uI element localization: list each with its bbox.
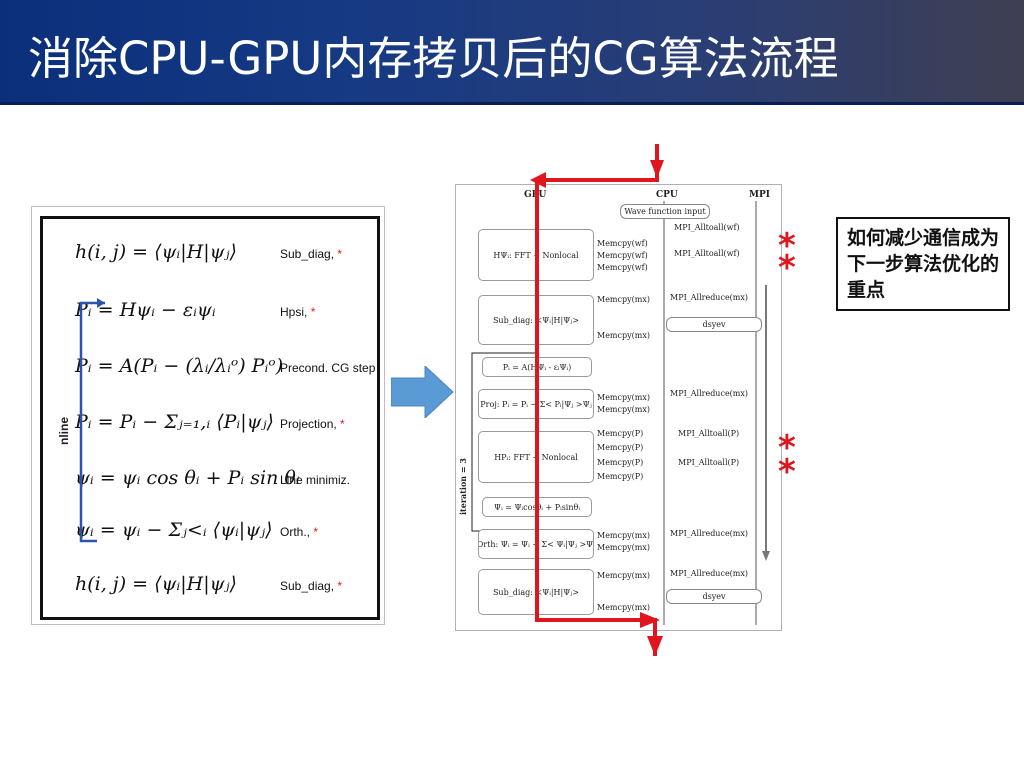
asterisk-icon: * <box>778 226 796 266</box>
asterisk-icon: * <box>778 248 796 288</box>
formula-label-text: Sub_diag, <box>280 247 335 261</box>
mpi-op-label: MPI_Alltoall(wf) <box>674 249 740 258</box>
slide-title: 消除CPU-GPU内存拷贝后的CG算法流程 <box>28 32 839 85</box>
formula-label-text: Sub_diag, <box>280 579 335 593</box>
formula-math: Pᵢ = A(Pᵢ − (λᵢ/λᵢᵒ) Pᵢᵒ) <box>75 355 283 377</box>
formula-row: ψᵢ = ψᵢ − Σⱼ<ᵢ ⟨ψᵢ|ψⱼ⟩ Orth., * <box>43 515 377 551</box>
cpu-column-header: CPU <box>656 190 678 200</box>
mpi-op-label: MPI_Allreduce(mx) <box>670 293 749 302</box>
formula-frame: h(i, j) = ⟨ψᵢ|H|ψⱼ⟩ Sub_diag, * Pᵢ = Hψᵢ… <box>40 216 380 620</box>
formula-label: Line minimiz. <box>280 473 350 487</box>
right-arrow-icon <box>391 366 454 418</box>
asterisk-icon: * <box>337 247 343 261</box>
mpi-column-header: MPI <box>749 190 770 200</box>
formula-label: Precond. CG step <box>280 361 375 375</box>
memcpy-label: Memcpy(wf) <box>597 263 648 272</box>
mpi-op-label: MPI_Alltoall(P) <box>678 458 740 467</box>
memcpy-label: Memcpy(P) <box>597 443 644 452</box>
formula-math: h(i, j) = ⟨ψᵢ|H|ψⱼ⟩ <box>75 573 237 595</box>
note-box: 如何减少通信成为下一步算法优化的重点 <box>836 217 1010 311</box>
mpi-op-label: MPI_Allreduce(mx) <box>670 389 749 398</box>
formula-label-text: Hpsi, <box>280 305 308 319</box>
mpi-op-label: MPI_Alltoall(wf) <box>674 223 740 232</box>
formula-row: h(i, j) = ⟨ψᵢ|H|ψⱼ⟩ Sub_diag, * <box>43 569 377 605</box>
mpi-op-label: MPI_Allreduce(mx) <box>670 569 749 578</box>
memcpy-label: Memcpy(mx) <box>597 603 650 612</box>
asterisk-icon: * <box>778 452 796 492</box>
memcpy-label: Memcpy(mx) <box>597 571 650 580</box>
formula-math: ψᵢ = ψᵢ − Σⱼ<ᵢ ⟨ψᵢ|ψⱼ⟩ <box>75 519 273 541</box>
asterisk-icon: * <box>340 417 345 431</box>
formula-label-text: Projection, <box>280 417 337 431</box>
memcpy-label: Memcpy(mx) <box>597 331 650 340</box>
memcpy-label: Memcpy(mx) <box>597 543 650 552</box>
asterisk-icon: * <box>778 428 796 468</box>
formula-math: Pᵢ = Hψᵢ − εᵢψᵢ <box>75 299 216 321</box>
formula-row: Pᵢ = Hψᵢ − εᵢψᵢ Hpsi, * <box>43 295 377 331</box>
formula-panel: h(i, j) = ⟨ψᵢ|H|ψⱼ⟩ Sub_diag, * Pᵢ = Hψᵢ… <box>31 206 385 625</box>
formula-label: Orth., * <box>280 525 318 539</box>
formula-label-text: Precond. CG step <box>280 361 376 375</box>
dsyev-box: dsyev <box>666 589 762 604</box>
memcpy-label: Memcpy(wf) <box>597 239 648 248</box>
formula-math: h(i, j) = ⟨ψᵢ|H|ψⱼ⟩ <box>75 241 237 263</box>
wave-input-box: Wave function input <box>620 204 710 219</box>
dsyev-box: dsyev <box>666 317 762 332</box>
loop-bracket <box>79 298 105 543</box>
formula-label: Sub_diag, * <box>280 579 342 593</box>
formula-row: ψᵢ = ψᵢ cos θᵢ + Pᵢ sin θᵢ Line minimiz. <box>43 463 377 499</box>
formula-math: ψᵢ = ψᵢ cos θᵢ + Pᵢ sin θᵢ <box>75 467 300 489</box>
memcpy-label: Memcpy(P) <box>597 472 644 481</box>
mpi-op-label: MPI_Alltoall(P) <box>678 429 740 438</box>
formula-label: Hpsi, * <box>280 305 315 319</box>
asterisk-icon: * <box>313 525 319 539</box>
formula-math: Pᵢ = Pᵢ − Σⱼ₌₁,ᵢ ⟨Pᵢ|ψⱼ⟩ <box>75 411 274 433</box>
memcpy-label: Memcpy(P) <box>597 429 644 438</box>
formula-label-text: Orth., <box>280 525 311 539</box>
note-text: 如何减少通信成为下一步算法优化的重点 <box>847 227 1000 301</box>
formula-label-text: Line minimiz. <box>280 473 351 487</box>
title-bar: 消除CPU-GPU内存拷贝后的CG算法流程 <box>0 0 1024 105</box>
formula-row: Pᵢ = A(Pᵢ − (λᵢ/λᵢᵒ) Pᵢᵒ) Precond. CG st… <box>43 351 377 387</box>
formula-row: Pᵢ = Pᵢ − Σⱼ₌₁,ᵢ ⟨Pᵢ|ψⱼ⟩ Projection, * <box>43 407 377 443</box>
asterisk-icon: * <box>310 305 316 319</box>
formula-label: Projection, * <box>280 417 345 431</box>
memcpy-label: Memcpy(mx) <box>597 393 650 402</box>
timeline-lines <box>471 201 770 625</box>
memcpy-label: Memcpy(mx) <box>597 531 650 540</box>
mpi-op-label: MPI_Allreduce(mx) <box>670 529 749 538</box>
formula-label: Sub_diag, * <box>280 247 342 261</box>
formula-row: h(i, j) = ⟨ψᵢ|H|ψⱼ⟩ Sub_diag, * <box>43 237 377 273</box>
memcpy-label: Memcpy(wf) <box>597 251 648 260</box>
asterisk-icon: * <box>337 579 343 593</box>
memcpy-label: Memcpy(P) <box>597 458 644 467</box>
memcpy-label: Memcpy(mx) <box>597 295 650 304</box>
memcpy-label: Memcpy(mx) <box>597 405 650 414</box>
